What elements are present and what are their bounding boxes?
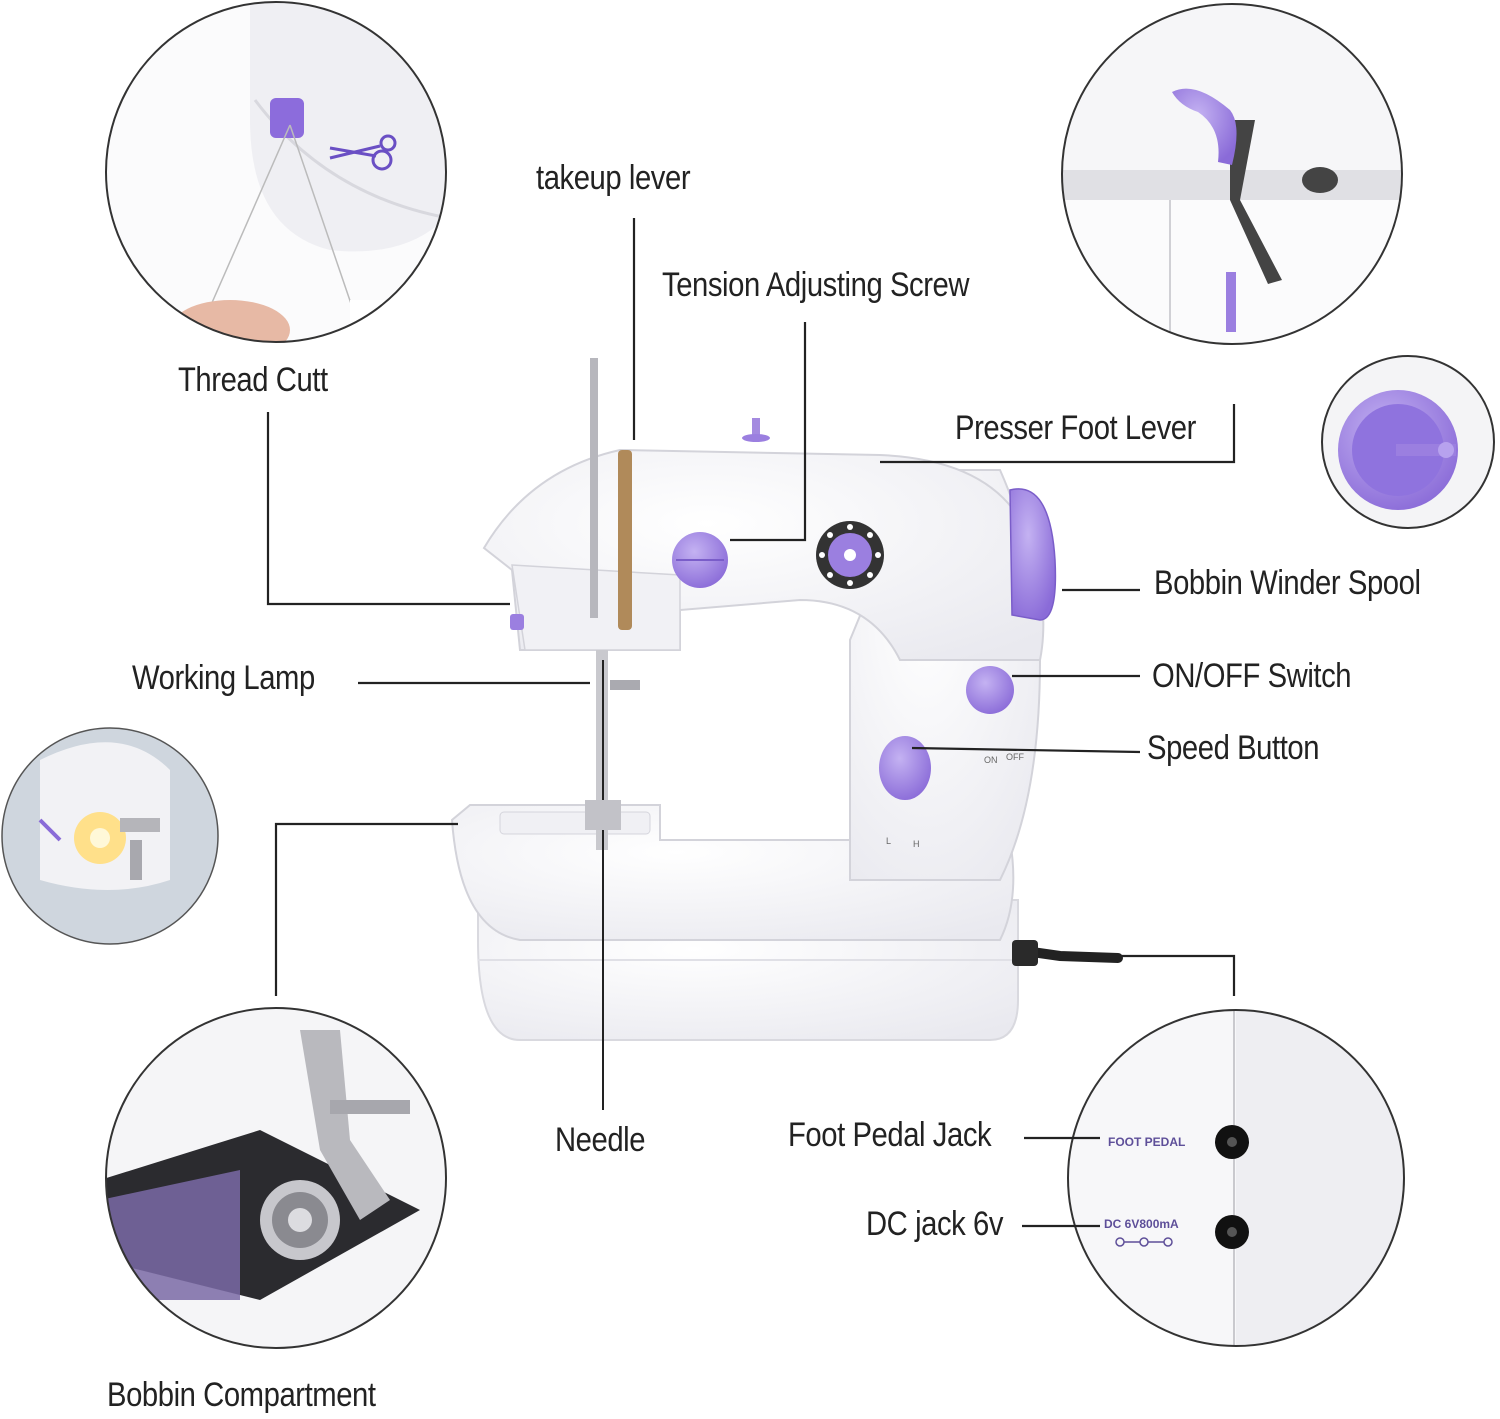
- bobbin-winder-spool-detail: [1321, 355, 1495, 529]
- label-tension-adjusting-screw: Tension Adjusting Screw: [662, 266, 970, 304]
- leader-lines: [266, 218, 1236, 1228]
- jack-panel-detail: FOOT PEDAL DC 6V800mA: [1067, 1009, 1405, 1347]
- thread-cutter-detail: [105, 1, 447, 343]
- scissors-icon: [329, 134, 397, 171]
- working-lamp-detail: [1, 727, 219, 945]
- label-thread-cutt: Thread Cutt: [178, 361, 328, 399]
- label-dc-jack: DC jack 6v: [866, 1205, 1004, 1243]
- label-working-lamp: Working Lamp: [132, 659, 315, 697]
- label-takeup-lever: takeup lever: [536, 159, 691, 197]
- label-speed-button: Speed Button: [1147, 729, 1320, 767]
- presser-foot-lever-detail: [1061, 3, 1403, 345]
- label-bobbin-compartment: Bobbin Compartment: [107, 1376, 376, 1414]
- switch-off-marking: OFF: [1006, 752, 1024, 762]
- switch-on-marking: ON: [984, 755, 998, 765]
- label-presser-foot-lever: Presser Foot Lever: [955, 409, 1196, 447]
- power-button-shape: [966, 666, 1014, 714]
- label-foot-pedal-jack: Foot Pedal Jack: [788, 1116, 992, 1154]
- foot-pedal-marking: FOOT PEDAL: [1108, 1135, 1185, 1149]
- dc-rating-marking: DC 6V800mA: [1104, 1217, 1179, 1231]
- speed-low-marking: L: [886, 836, 891, 846]
- speed-high-marking: H: [913, 839, 920, 849]
- speed-button-shape: [879, 736, 931, 800]
- label-needle: Needle: [555, 1121, 646, 1159]
- label-bobbin-winder-spool: Bobbin Winder Spool: [1154, 564, 1421, 602]
- label-on-off-switch: ON/OFF Switch: [1152, 657, 1352, 695]
- sewing-machine: ON OFF L H: [450, 358, 1123, 1110]
- bobbin-compartment-detail: [105, 1007, 447, 1349]
